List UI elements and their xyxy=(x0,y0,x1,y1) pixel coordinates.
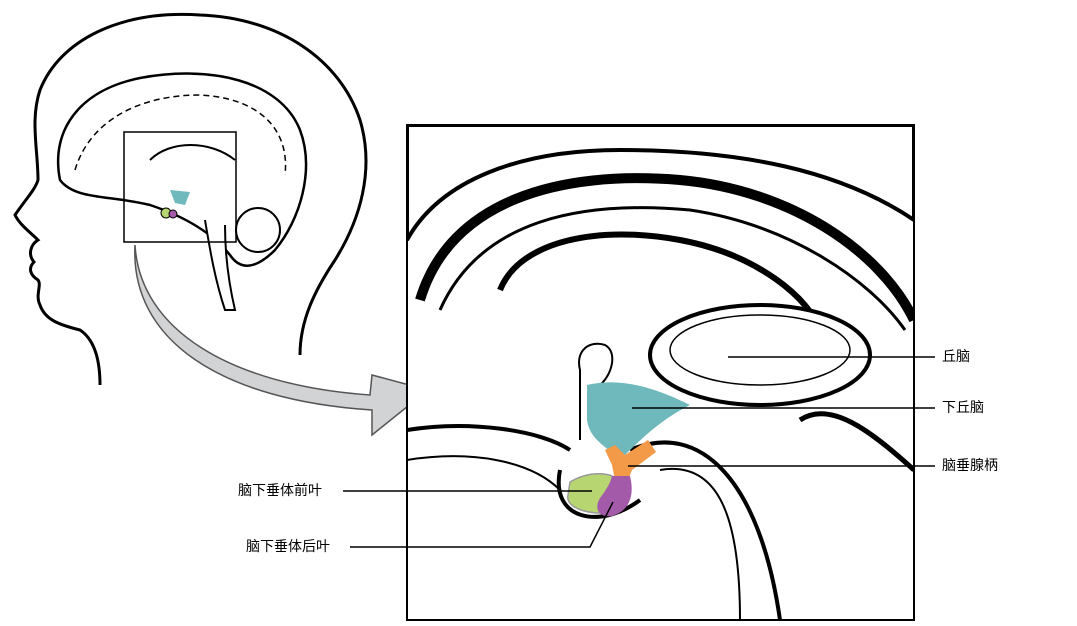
label-posterior-pituitary: 脑下垂体后叶 xyxy=(246,539,330,555)
head-outline xyxy=(13,12,368,386)
zoom-region-box xyxy=(123,131,237,243)
label-thalamus: 丘脑 xyxy=(942,349,970,365)
inset-detail xyxy=(406,124,915,621)
zoom-arrow xyxy=(134,244,430,437)
label-infundibulum: 脑垂腺柄 xyxy=(942,458,998,474)
label-hypothalamus: 下丘脑 xyxy=(942,400,984,416)
posterior-pituitary-region xyxy=(597,476,632,517)
hypothalamus-region xyxy=(587,382,690,460)
posterior-pituitary-leader xyxy=(350,501,614,548)
infundibulum-region xyxy=(605,440,656,480)
label-anterior-pituitary: 脑下垂体前叶 xyxy=(238,483,322,499)
